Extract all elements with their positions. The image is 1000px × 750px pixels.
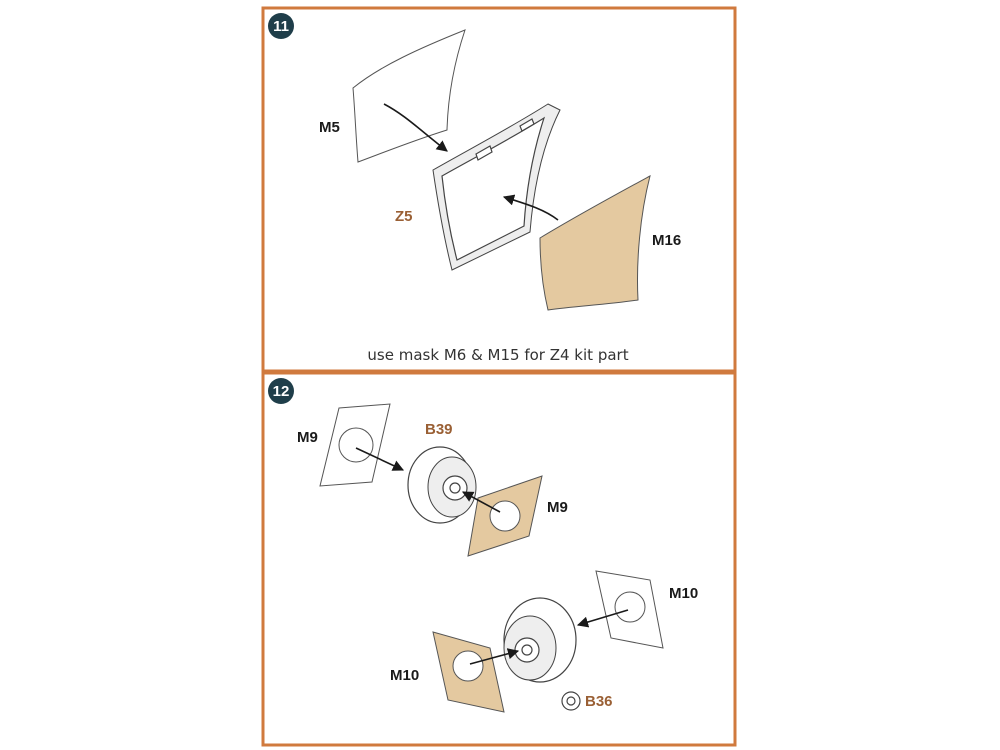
step-11-note: use mask M6 & M15 for Z4 kit part	[367, 346, 628, 364]
wheel-b39	[407, 446, 477, 524]
mask-m9-right-hole	[489, 500, 521, 532]
mask-m10-right-hole	[614, 591, 646, 623]
step-12-badge: 12	[268, 378, 294, 404]
arrow-m10-left-to-b36	[469, 648, 520, 665]
small-part-b36	[561, 691, 581, 711]
mask-m10-left-hole	[452, 650, 484, 682]
step-11-badge: 11	[268, 13, 294, 39]
label-m10-right: M10	[669, 585, 698, 602]
wheel-b36	[503, 597, 577, 683]
label-b36: B36	[585, 693, 613, 710]
arrow-m9-right-to-b39	[462, 491, 501, 513]
step-12-number: 12	[273, 383, 290, 400]
canopy-frame-z5	[432, 103, 561, 271]
arrow-m5-to-z5	[383, 103, 448, 152]
step-11-panel: 11 M5 Z5 M16 use mask M6 & M15 for Z4 ki…	[261, 6, 737, 373]
label-m9-left: M9	[297, 429, 318, 446]
label-m10-left: M10	[390, 667, 419, 684]
mask-m16	[539, 175, 651, 311]
label-m9-right: M9	[547, 499, 568, 516]
mask-m5	[352, 29, 466, 163]
step-12-panel: 12 M9 B39 M9	[261, 371, 737, 747]
arrow-m10-right-to-b36	[576, 609, 629, 628]
label-b39: B39	[425, 421, 453, 438]
label-m5: M5	[319, 119, 340, 136]
arrow-m9-left-to-b39	[355, 447, 405, 471]
arrow-m16-to-z5	[502, 194, 559, 221]
label-m16: M16	[652, 232, 681, 249]
step-11-number: 11	[273, 18, 289, 35]
label-z5: Z5	[395, 208, 413, 225]
mask-m9-left-hole	[338, 427, 374, 463]
